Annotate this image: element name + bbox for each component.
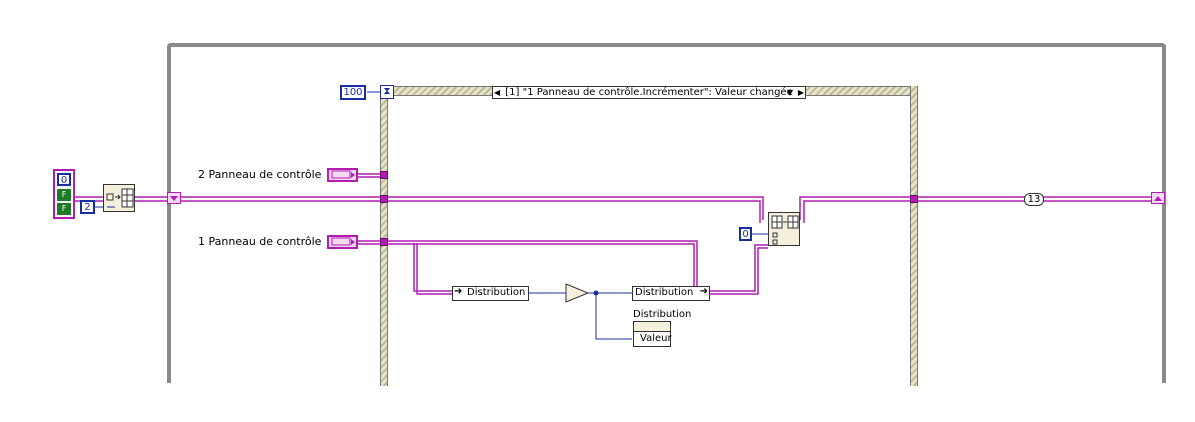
array-constant[interactable]: 0 F F bbox=[53, 169, 75, 219]
array-index[interactable]: 0 bbox=[57, 173, 71, 186]
control-2-terminal[interactable] bbox=[327, 168, 358, 182]
wire-cluster-main bbox=[135, 196, 764, 220]
control-2-label: 2 Panneau de contrôle bbox=[198, 168, 322, 181]
initialize-array-icon bbox=[106, 188, 134, 208]
unbundle-arrow-icon: ➜ bbox=[454, 286, 463, 297]
property-node[interactable]: Valeur bbox=[633, 321, 672, 347]
event-structure-left[interactable] bbox=[380, 86, 388, 386]
tunnel-control-1[interactable] bbox=[380, 238, 388, 246]
tunnel-control-2[interactable] bbox=[380, 171, 388, 179]
wire-to-property bbox=[595, 293, 632, 340]
increment-node bbox=[565, 283, 590, 303]
tunnel-cluster-out[interactable] bbox=[910, 195, 918, 203]
property-node-value: Valeur bbox=[640, 333, 672, 344]
event-structure-right[interactable] bbox=[910, 86, 918, 386]
replace-array-icon bbox=[771, 215, 799, 245]
bundle-arrow-icon: ➜ bbox=[699, 286, 708, 297]
shift-register-left[interactable] bbox=[167, 192, 181, 204]
event-case-selector[interactable]: ◀ [1] "1 Panneau de contrôle.Incrémenter… bbox=[492, 86, 806, 99]
wire-probe-indicator[interactable]: 13 bbox=[1024, 193, 1044, 206]
tunnel-cluster-in[interactable] bbox=[380, 195, 388, 203]
timeout-constant[interactable]: 100 bbox=[340, 85, 366, 100]
unbundle-by-name[interactable]: ➜ Distribution bbox=[452, 286, 529, 301]
replace-array-subset-node[interactable] bbox=[768, 212, 800, 246]
unbundle-label: Distribution bbox=[467, 287, 526, 298]
bool-element-1[interactable]: F bbox=[57, 189, 71, 201]
wire-control-1 bbox=[358, 240, 698, 290]
replace-index-constant[interactable]: 0 bbox=[739, 227, 752, 241]
initialize-array-node[interactable] bbox=[103, 184, 135, 212]
bundle-by-name[interactable]: Distribution ➜ bbox=[632, 286, 710, 301]
wire-bundle-out bbox=[710, 244, 768, 292]
control-1-terminal[interactable] bbox=[327, 235, 358, 249]
bundle-label: Distribution bbox=[635, 287, 694, 298]
bool-element-2[interactable]: F bbox=[57, 203, 71, 215]
size-constant[interactable]: 2 bbox=[80, 200, 95, 214]
shift-register-right[interactable] bbox=[1151, 192, 1165, 204]
event-case-label: [1] "1 Panneau de contrôle.Incrémenter":… bbox=[505, 87, 793, 98]
prev-case-icon[interactable]: ◀ bbox=[494, 88, 501, 97]
property-node-ref-icon bbox=[634, 322, 670, 332]
dropdown-icon[interactable]: ▼ bbox=[786, 88, 793, 97]
while-loop-frame[interactable] bbox=[167, 43, 1166, 383]
next-case-icon[interactable]: ▶ bbox=[797, 88, 804, 97]
wire-control-1-branch bbox=[413, 243, 452, 292]
hourglass-icon[interactable]: ⧗ bbox=[380, 85, 394, 99]
control-1-label: 1 Panneau de contrôle bbox=[198, 235, 322, 248]
property-node-caption: Distribution bbox=[633, 309, 692, 320]
